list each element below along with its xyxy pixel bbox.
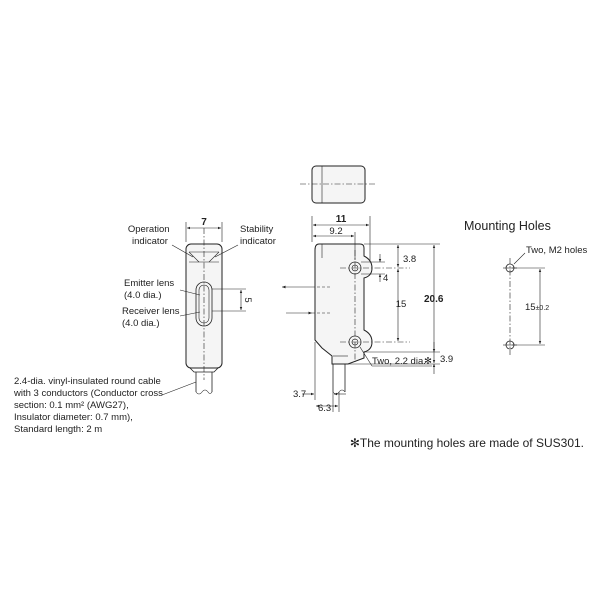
dim-hole-spacing: 15 <box>396 299 407 310</box>
mounting-holes-diagram: 15±0.2 <box>503 252 549 355</box>
two-2-2-dia-label: Two, 2.2 dia. <box>372 356 426 367</box>
dim-side-9-2: 9.2 <box>329 226 342 237</box>
dim-cable-offset: 3.7 <box>293 389 306 400</box>
mounting-holes-title: Mounting Holes <box>464 219 551 233</box>
dim-side-width: 11 <box>336 214 347 225</box>
operation-indicator-label: Operation indicator <box>128 224 172 247</box>
dim-front-width: 7 <box>201 217 207 228</box>
top-sensor-body <box>311 165 366 204</box>
receiver-lens-label: Receiver lens (4.0 dia.) <box>122 306 182 329</box>
dim-lens-spacing: 5 <box>242 297 253 302</box>
dim-cable-offset-2: 6.3 <box>318 403 331 414</box>
dim-hole-dia: 4 <box>383 273 388 284</box>
front-view: 7 5 <box>161 217 253 396</box>
mount-spacing: 15±0.2 <box>525 302 549 313</box>
emitter-lens-label: Emitter lens (4.0 dia.) <box>124 278 177 301</box>
footnote: ✻The mounting holes are made of SUS301. <box>350 436 584 450</box>
two-m2-holes-label: Two, M2 holes <box>526 245 587 256</box>
side-sensor-body <box>314 243 373 365</box>
side-cable <box>332 364 346 392</box>
asterisk-mark: ✻ <box>424 356 432 367</box>
top-view <box>300 165 376 204</box>
dim-overall-height: 20.6 <box>424 294 444 305</box>
stability-indicator-label: Stability indicator <box>240 224 276 247</box>
cable-note: 2.4-dia. vinyl-insulated round cable wit… <box>13 376 166 435</box>
dim-bottom-offset: 3.9 <box>440 354 453 365</box>
dim-hole-top: 3.8 <box>403 254 416 265</box>
side-view: 11 9.2 3.8 4 15 20.6 3.9 <box>282 214 453 414</box>
